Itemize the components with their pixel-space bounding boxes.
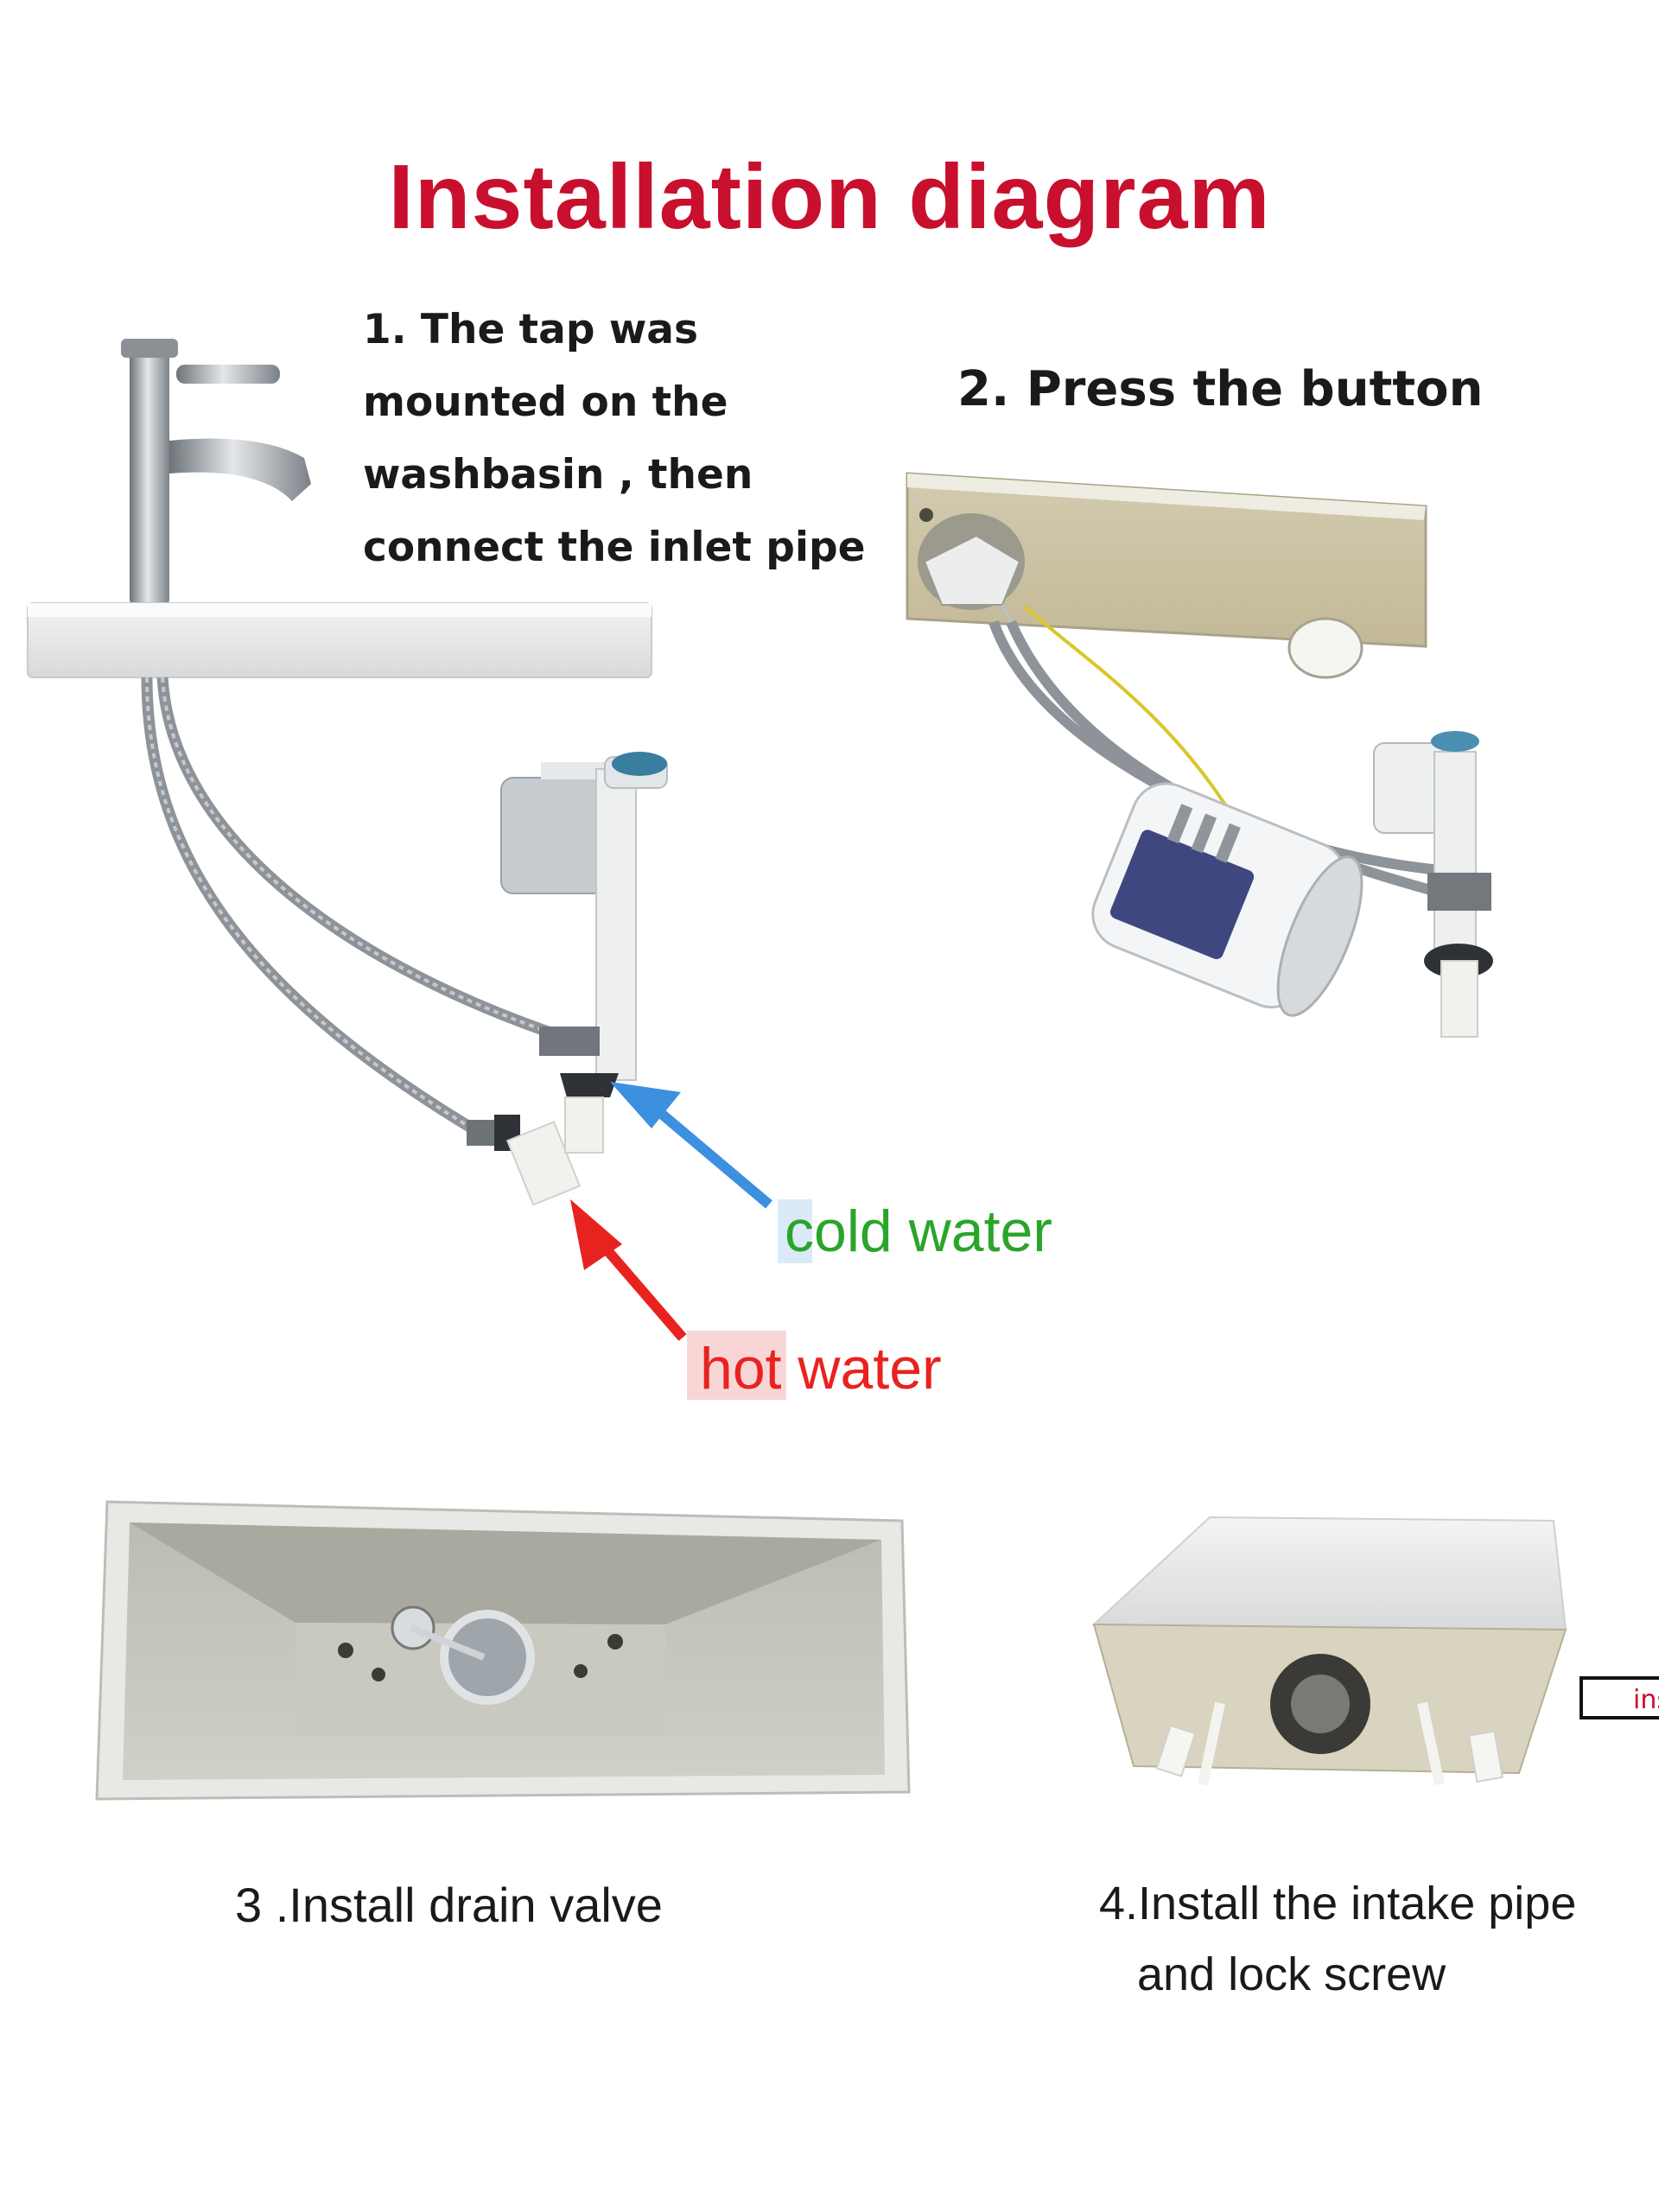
cropped-label-box: ins [1580, 1676, 1659, 1719]
faucet-basin-illustration [27, 339, 668, 1206]
step-1-line: mounted on the [363, 378, 728, 426]
drain-valve-illustration [95, 1500, 911, 1801]
step-3-caption: 3 .Install drain valve [235, 1878, 663, 1932]
page-title: Installation diagram [388, 146, 1271, 248]
cold-water-highlight [778, 1199, 812, 1263]
hot-water-label: hot water [700, 1336, 942, 1402]
step-4-caption: 4.Install the intake pipe and lock screw [1099, 1868, 1576, 2010]
hot-water-arrow [570, 1199, 687, 1341]
cold-water-label: cold water [785, 1198, 1052, 1264]
step-4-line: and lock screw [1137, 1948, 1446, 2000]
intake-pipe-illustration [1091, 1516, 1567, 1786]
hot-water-highlight [687, 1331, 786, 1400]
step-1-line: connect the inlet pipe [363, 524, 866, 571]
step-1-line: 1. The tap was [363, 306, 698, 353]
step-1-line: washbasin , then [363, 451, 753, 499]
step-1-caption: 1. The tap was mounted on the washbasin … [363, 294, 865, 584]
cropped-label-text: ins [1633, 1685, 1659, 1715]
cold-water-arrow [610, 1082, 772, 1209]
push-button-illustration [906, 472, 1493, 1038]
step-2-caption: 2. Press the button [957, 361, 1484, 417]
step-4-line: 4.Install the intake pipe [1099, 1878, 1577, 1929]
